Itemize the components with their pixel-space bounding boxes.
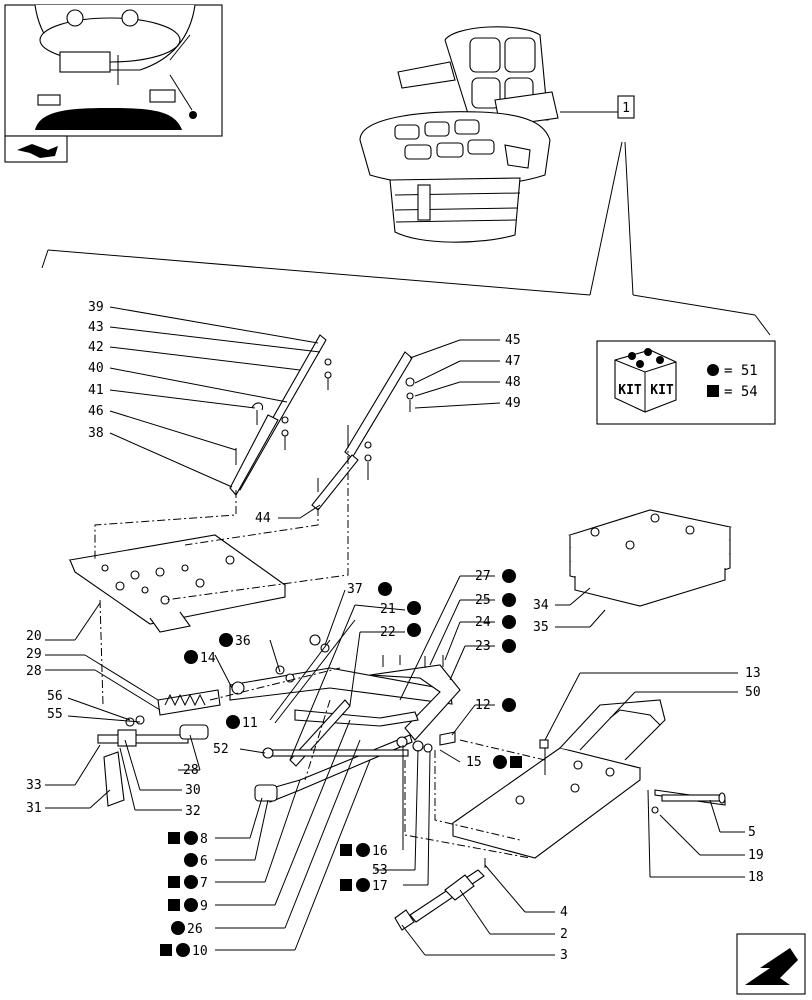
seat-overview-drawing xyxy=(359,26,559,243)
left-slide-rail xyxy=(229,334,332,496)
tractor-location-thumbnail xyxy=(4,4,223,137)
callout-29: 29 xyxy=(26,647,42,662)
assembly-guide-lines xyxy=(94,440,546,859)
callout-42: 42 xyxy=(88,340,104,355)
callout-7: 7 xyxy=(200,876,208,891)
callout-23: 23 xyxy=(475,639,491,654)
callout-26: 26 xyxy=(187,922,203,937)
callout-15: 15 xyxy=(466,755,482,770)
callout-28: 28 xyxy=(183,763,199,778)
next-page-arrow-icon[interactable] xyxy=(736,933,806,995)
callout-50: 50 xyxy=(745,685,761,700)
callout-5: 5 xyxy=(748,825,756,840)
callout-leaders xyxy=(45,306,745,956)
kit-circle-symbol xyxy=(707,364,719,376)
callout-37: 37 xyxy=(347,582,363,597)
kit-legend-box: KIT KIT = 51 = 54 xyxy=(596,340,776,425)
callout-53: 53 xyxy=(372,863,388,878)
callout-17: 17 xyxy=(372,879,388,894)
callout-13: 13 xyxy=(745,666,761,681)
callout-27: 27 xyxy=(475,569,491,584)
callout-10: 10 xyxy=(192,944,208,959)
callout-14: 14 xyxy=(200,651,216,666)
callout-31: 31 xyxy=(26,801,42,816)
callout-20: 20 xyxy=(26,629,42,644)
callout-24: 24 xyxy=(475,615,491,630)
callout-55: 55 xyxy=(47,707,63,722)
seat-mounting-plate xyxy=(68,534,287,633)
callout-3: 3 xyxy=(560,948,568,963)
adjustment-lever xyxy=(394,858,486,931)
callout-30: 30 xyxy=(185,783,201,798)
kit-badge-left: KIT xyxy=(618,383,642,398)
callout-48: 48 xyxy=(505,375,521,390)
height-adjuster xyxy=(97,689,221,807)
callout-8: 8 xyxy=(200,832,208,847)
callout-47: 47 xyxy=(505,354,521,369)
callout-6: 6 xyxy=(200,854,208,869)
callout-44: 44 xyxy=(255,511,271,526)
kit-badge-right: KIT xyxy=(650,383,674,398)
callout-12: 12 xyxy=(475,698,491,713)
callout-40: 40 xyxy=(88,361,104,376)
callout-33: 33 xyxy=(26,778,42,793)
callout-46: 46 xyxy=(88,404,104,419)
kit-square-symbol xyxy=(707,385,719,397)
callout-19: 19 xyxy=(748,848,764,863)
callout-11: 11 xyxy=(242,716,258,731)
kit-legend-square: = 54 xyxy=(724,384,758,400)
callout-22: 22 xyxy=(380,625,396,640)
callout-labels: 39 43 42 40 41 46 38 45 47 48 49 44 34 3… xyxy=(26,300,764,963)
callout-21: 21 xyxy=(380,602,396,617)
callout-35: 35 xyxy=(533,620,549,635)
kit-legend-circle: = 51 xyxy=(724,363,758,379)
callout-39: 39 xyxy=(88,300,104,315)
reference-box-1: 1 xyxy=(41,95,771,336)
callout-4: 4 xyxy=(560,905,568,920)
callout-32: 32 xyxy=(185,804,201,819)
callout-43: 43 xyxy=(88,320,104,335)
callout-16: 16 xyxy=(372,844,388,859)
svg-text:1: 1 xyxy=(622,101,630,116)
callout-56: 56 xyxy=(47,689,63,704)
callout-2: 2 xyxy=(560,927,568,942)
callout-41: 41 xyxy=(88,383,104,398)
callout-52: 52 xyxy=(213,742,229,757)
section-icon xyxy=(4,135,68,163)
callout-38: 38 xyxy=(88,426,104,441)
callout-25: 25 xyxy=(475,593,491,608)
suspension-bellows xyxy=(567,509,733,607)
callout-49: 49 xyxy=(505,396,521,411)
callout-28: 28 xyxy=(26,664,42,679)
callout-45: 45 xyxy=(505,333,521,348)
callout-36: 36 xyxy=(235,634,251,649)
callout-9: 9 xyxy=(200,899,208,914)
callout-18: 18 xyxy=(748,870,764,885)
pin-5 xyxy=(661,792,726,804)
callout-34: 34 xyxy=(533,598,549,613)
base-frame xyxy=(451,699,726,859)
